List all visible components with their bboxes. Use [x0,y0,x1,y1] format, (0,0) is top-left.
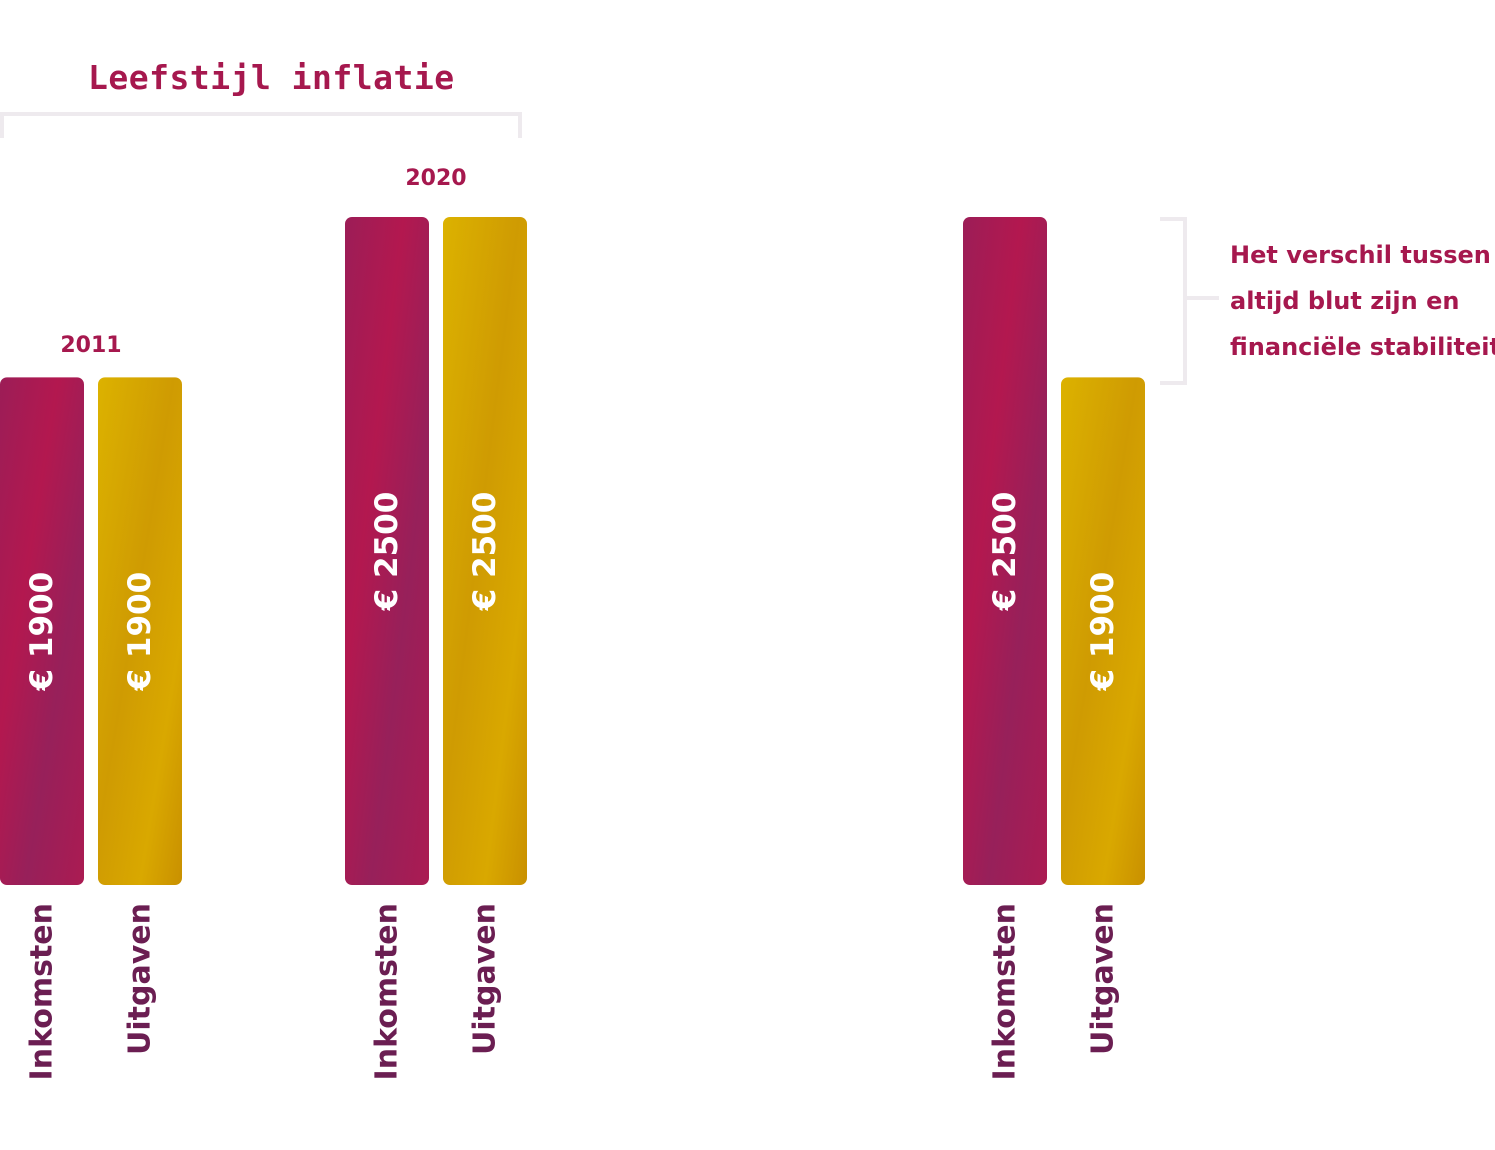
chart-title: Leefstijl inflatie [88,58,455,97]
category-label-uitgaven: Uitgaven [468,903,503,1055]
category-label-inkomsten: Inkomsten [25,903,60,1080]
bar-value-label: € 2500 [467,492,503,612]
category-label-uitgaven: Uitgaven [1086,903,1121,1055]
bar-value-label: € 2500 [987,492,1023,612]
category-label-inkomsten: Inkomsten [370,903,405,1080]
title-bracket [0,112,522,138]
difference-bracket [1160,217,1187,385]
bar-uitgaven-2011-1 [98,377,182,885]
category-label-inkomsten: Inkomsten [988,903,1023,1080]
bar-inkomsten-2011-0 [0,377,84,885]
year-label-2020: 2020 [405,166,467,191]
bar-value-label: € 1900 [24,572,60,692]
bar-uitgaven-2020-1 [443,217,527,885]
bar-inkomsten-2020-0 [345,217,429,885]
category-label-uitgaven: Uitgaven [123,903,158,1055]
annotation-line-1: Het verschil tussen [1230,241,1491,269]
bar-uitgaven-result-1 [1061,377,1145,885]
year-label-2011: 2011 [60,333,122,358]
bar-value-label: € 1900 [1085,572,1121,692]
bar-value-label: € 2500 [369,492,405,612]
annotation-line-2: altijd blut zijn en [1230,287,1460,315]
annotation-line-3: financiële stabiliteit [1230,333,1495,361]
bar-value-label: € 1900 [122,572,158,692]
difference-annotation: Het verschil tussen altijd blut zijn en … [1230,232,1495,370]
bar-inkomsten-result-0 [963,217,1047,885]
difference-bracket-tick [1187,296,1219,300]
